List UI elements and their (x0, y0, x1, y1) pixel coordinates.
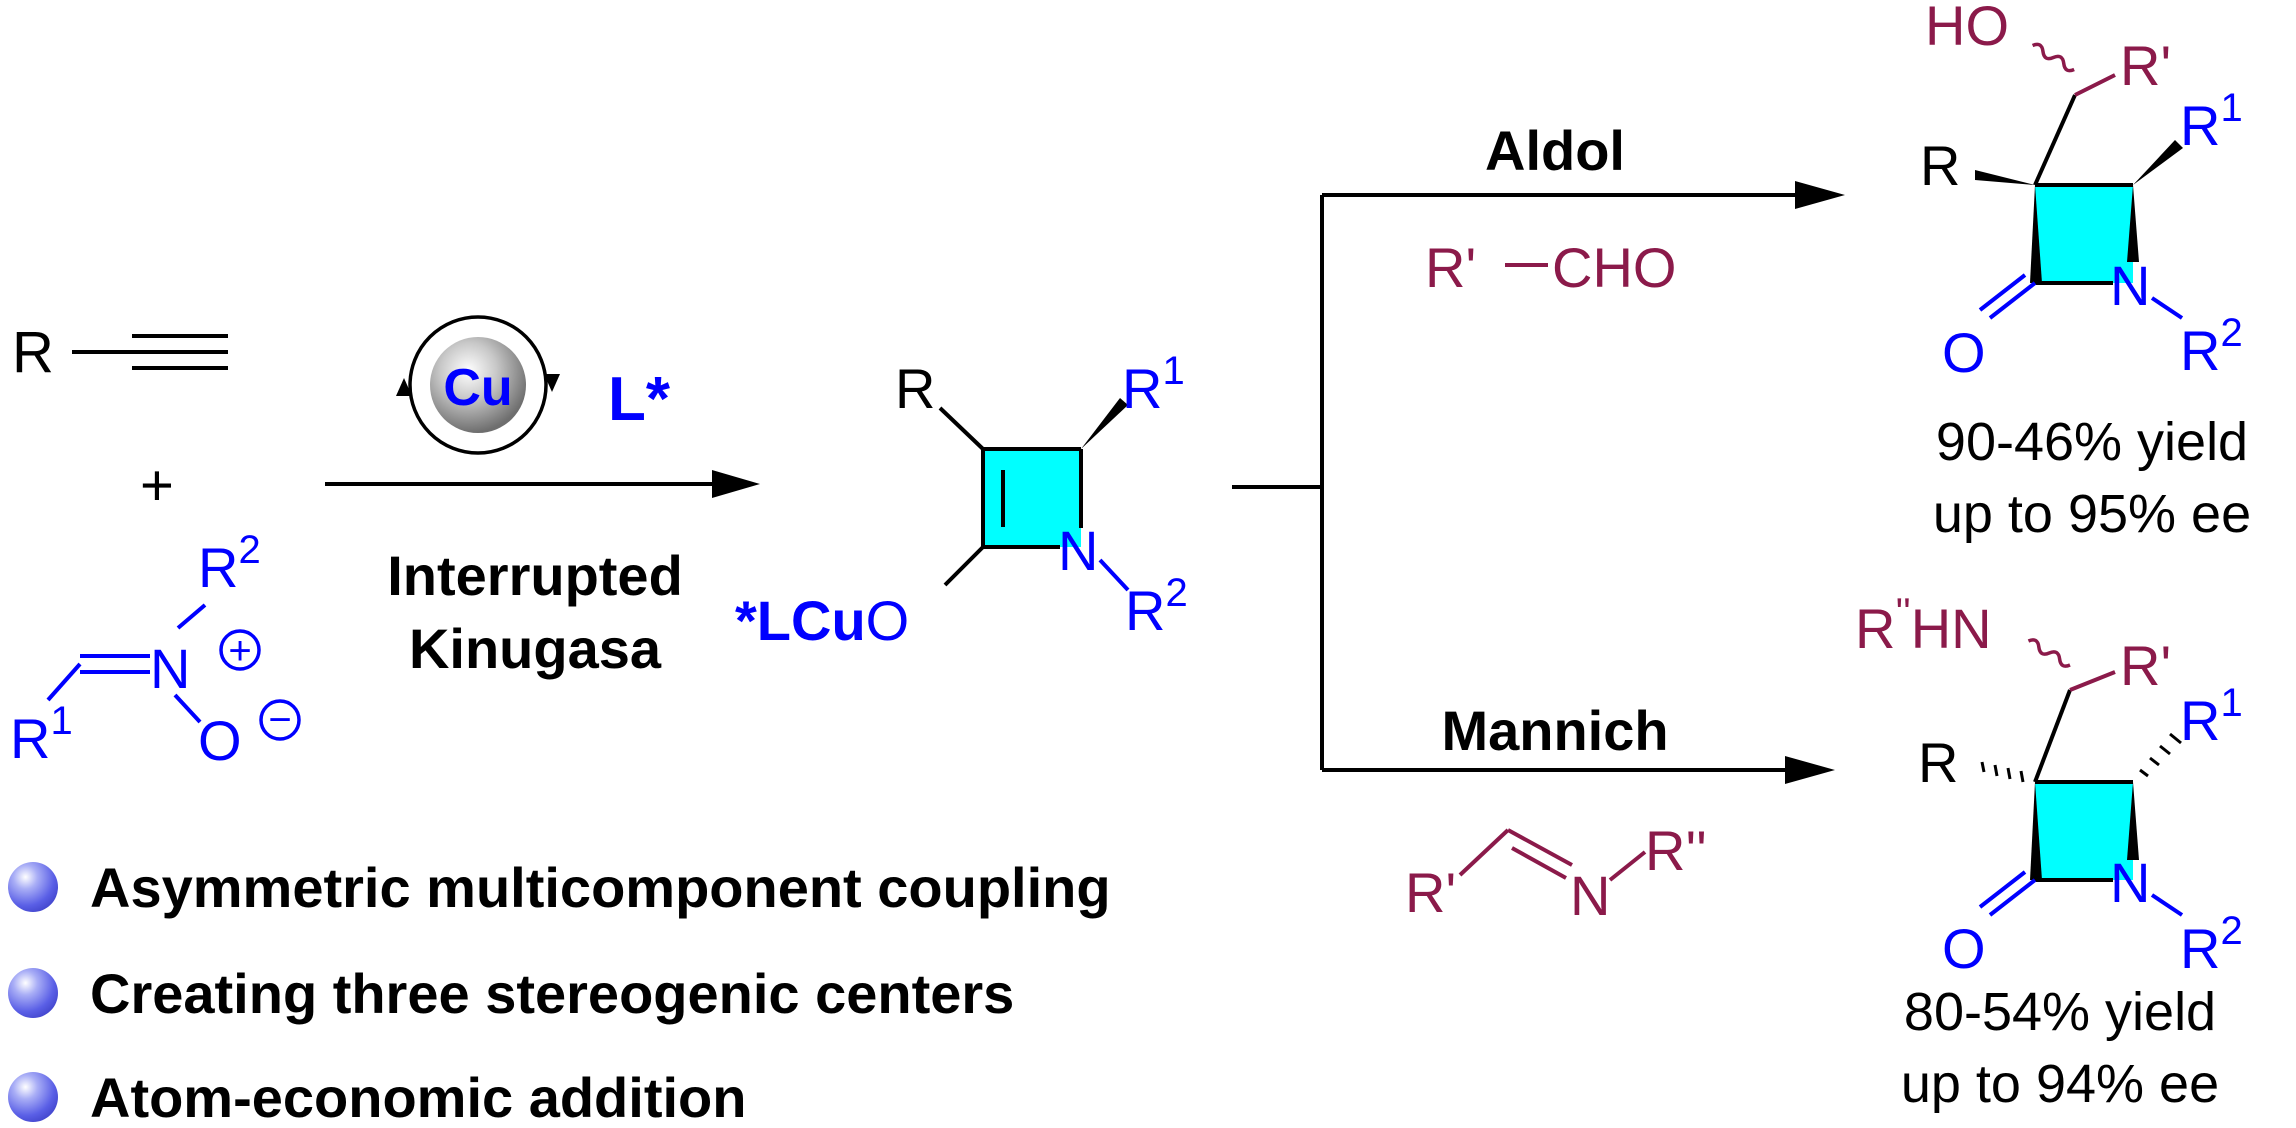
plus-sign: + (140, 453, 174, 518)
imine-n: N (1570, 864, 1610, 927)
positive-charge-icon (219, 629, 261, 671)
imine-rdouble: R'' (1645, 819, 1707, 882)
sphere-bullet-icon (8, 1072, 58, 1122)
mannich-product-rprime: R' (2120, 634, 2171, 697)
catalyst-cycle: Cu L* (396, 315, 671, 455)
nitrone-r2: R2 (198, 528, 261, 599)
mannich-yield: 80-54% yield (1904, 982, 2216, 1042)
wedge-bond-icon (1081, 398, 1128, 449)
aldol-beta-lactam-ring (2035, 185, 2133, 283)
mannich-product-o: O (1942, 917, 1986, 980)
intermediate-cu-o: *LCuO (735, 589, 909, 652)
aldol-product: R HO R' R1 N R2 O (1920, 0, 2243, 384)
feature-item: Asymmetric multicomponent coupling (0, 852, 1111, 922)
mannich-product-hn: R''HN (1855, 591, 1992, 660)
sphere-bullet-icon (8, 862, 58, 912)
aldehyde-reagent: R' CHO (1425, 236, 1676, 299)
sphere-bullet-icon (8, 968, 58, 1018)
mannich-label: Mannich (1441, 699, 1668, 762)
negative-charge-symbol: − (268, 698, 291, 742)
aldol-product-n: N (2110, 254, 2150, 317)
aldol-label: Aldol (1485, 119, 1625, 182)
intermediate-r1: R1 (1122, 349, 1185, 420)
feature-item: Atom-economic addition (0, 1062, 746, 1128)
branch-lines (1232, 181, 1845, 784)
copper-azetine-intermediate: R R1 N R2 *LCuO (735, 349, 1188, 652)
intermediate-r2: R2 (1125, 571, 1188, 642)
catalyst-metal: Cu (443, 359, 512, 417)
mannich-ee: up to 94% ee (1901, 1054, 2219, 1114)
mannich-product-r1: R1 (2180, 681, 2243, 752)
nitrone-r1: R1 (10, 699, 73, 770)
catalyst-ligand: L* (608, 365, 671, 434)
nitrone-n: N (150, 637, 190, 700)
cycle-arrowhead-icon (544, 374, 560, 392)
mannich-product: R R''HN R' R1 N R2 O (1855, 591, 2243, 980)
cycle-arrowhead-icon (396, 378, 412, 396)
aldol-product-ho: HO (1925, 0, 2009, 57)
mannich-arrowhead-icon (1785, 756, 1835, 784)
reaction-name-line1: Interrupted (387, 544, 683, 607)
negative-charge-icon (259, 699, 301, 741)
feature-item: Creating three stereogenic centers (0, 958, 1014, 1028)
aldehyde-r: R' (1425, 236, 1476, 299)
nitrone: R2 N + R1 O − (10, 528, 301, 772)
mannich-product-r2: R2 (2180, 909, 2243, 980)
imine-reagent: R' N R'' (1405, 819, 1707, 927)
feature-text: Atom-economic addition (90, 1065, 747, 1128)
feature-text: Creating three stereogenic centers (90, 961, 1015, 1025)
mannich-beta-lactam-ring (2035, 782, 2133, 880)
intermediate-r: R (895, 357, 935, 420)
aldol-product-r: R (1920, 134, 1960, 197)
alkyne-r-label: R (12, 320, 54, 385)
aldehyde-cho: CHO (1552, 236, 1676, 299)
aldol-product-r1: R1 (2180, 86, 2243, 157)
alkyne: R (12, 320, 228, 385)
aldol-product-r2: R2 (2180, 311, 2243, 382)
reaction-name-line2: Kinugasa (409, 617, 662, 680)
aldol-ee: up to 95% ee (1933, 484, 2251, 544)
azetine-ring (983, 449, 1081, 547)
main-arrowhead-icon (712, 470, 760, 498)
mannich-product-r: R (1918, 731, 1958, 794)
aldol-product-o: O (1942, 321, 1986, 384)
aldol-product-rprime: R' (2120, 34, 2171, 97)
copper-sphere-icon (430, 337, 526, 433)
aldol-yield: 90-46% yield (1936, 412, 2248, 472)
aldol-arrowhead-icon (1795, 181, 1845, 209)
intermediate-n: N (1058, 519, 1098, 582)
imine-rprime: R' (1405, 861, 1456, 924)
positive-charge-symbol: + (228, 629, 251, 673)
nitrone-o: O (198, 709, 242, 772)
feature-text: Asymmetric multicomponent coupling (90, 855, 1111, 919)
mannich-product-n: N (2110, 851, 2150, 914)
